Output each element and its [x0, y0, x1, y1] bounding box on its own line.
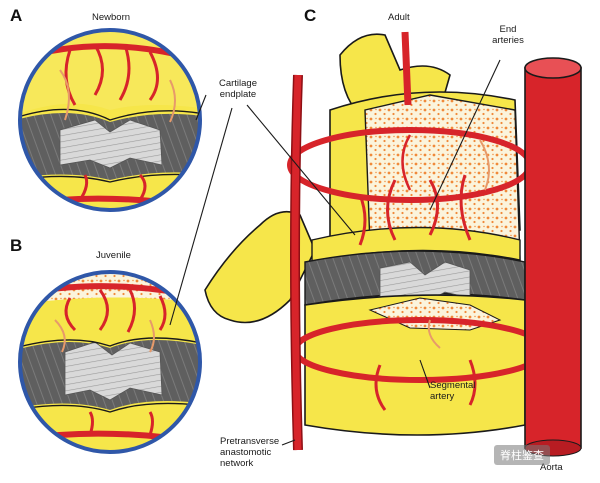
newborn-magnified-circle [18, 28, 202, 212]
juvenile-magnified-circle [18, 270, 202, 454]
panel-letter-a: A [10, 6, 23, 25]
juvenile-caption: Juvenile [96, 250, 131, 261]
aorta-label: Aorta [540, 462, 563, 473]
cartilage-endplate-label: Cartilage endplate [218, 78, 258, 100]
segmental-artery-label: Segmental artery [430, 380, 476, 402]
newborn-caption: Newborn [92, 12, 131, 23]
adult-caption: Adult [388, 12, 410, 23]
panel-letter-c: C [304, 6, 317, 25]
watermark-badge: 脊柱鉴查 [494, 445, 550, 465]
end-arteries-label: End arteries [492, 24, 524, 46]
panel-letter-b: B [10, 236, 23, 255]
adult-vertebra-illustration [204, 31, 582, 457]
pretransverse-network-label: Pretransverse anastomotic network [220, 436, 280, 469]
leader-lines [169, 59, 501, 446]
